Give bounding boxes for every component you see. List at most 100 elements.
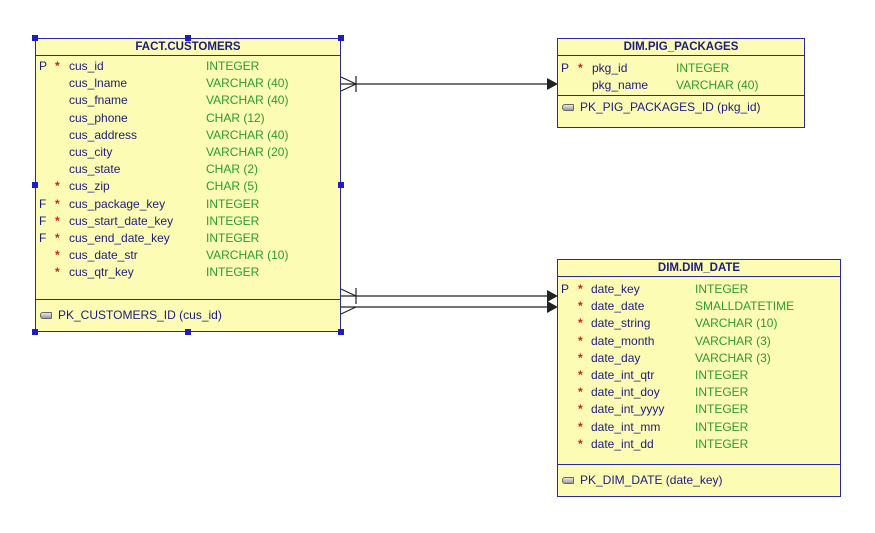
column-row[interactable]: F * cus_package_key INTEGER <box>36 196 340 213</box>
column-flag: F <box>39 196 47 211</box>
column-type: INTEGER <box>676 61 730 75</box>
required-marker: * <box>578 350 583 365</box>
column-type: INTEGER <box>695 367 749 382</box>
column-name: pkg_name <box>592 78 649 93</box>
required-marker: * <box>578 282 583 296</box>
required-marker: * <box>55 196 60 211</box>
column-type: INTEGER <box>206 213 260 228</box>
column-name: cus_lname <box>69 76 128 91</box>
column-name: date_month <box>591 333 655 348</box>
required-marker: * <box>55 248 60 263</box>
selection-handle[interactable] <box>32 182 38 188</box>
selection-handle[interactable] <box>338 182 344 188</box>
entity-title: DIM.DIM_DATE <box>558 260 840 277</box>
column-name: date_key <box>591 282 640 296</box>
column-row[interactable]: * date_int_yyyy INTEGER <box>558 401 840 418</box>
required-marker: * <box>578 367 583 382</box>
column-row[interactable]: P * date_key INTEGER <box>558 281 840 298</box>
column-name: date_int_dd <box>591 436 654 451</box>
selection-handle[interactable] <box>32 329 38 335</box>
primary-key-row[interactable]: PK_DIM_DATE (date_key) <box>558 465 840 497</box>
column-flag: P <box>561 282 570 296</box>
column-type: INTEGER <box>695 282 749 296</box>
relationship-customers-packages[interactable] <box>340 76 558 92</box>
required-marker: * <box>55 59 60 73</box>
column-type: VARCHAR (10) <box>695 316 778 331</box>
required-marker: * <box>55 213 60 228</box>
column-name: date_int_mm <box>591 419 661 434</box>
entity-title: DIM.PIG_PACKAGES <box>558 39 804 56</box>
selection-handle[interactable] <box>32 35 38 41</box>
selection-handle[interactable] <box>338 35 344 41</box>
column-name: cus_start_date_key <box>69 213 174 228</box>
column-name: cus_id <box>69 59 104 73</box>
column-type: VARCHAR (10) <box>206 248 289 263</box>
column-name: cus_qtr_key <box>69 265 134 280</box>
column-name: cus_package_key <box>69 196 166 211</box>
column-name: date_day <box>591 350 641 365</box>
column-name: cus_fname <box>69 93 128 108</box>
column-type: INTEGER <box>206 196 260 211</box>
column-row[interactable]: cus_state CHAR (2) <box>36 161 340 178</box>
primary-key-row[interactable]: PK_PIG_PACKAGES_ID (pkg_id) <box>558 96 804 128</box>
column-name: date_int_yyyy <box>591 402 665 417</box>
required-marker: * <box>578 402 583 417</box>
column-row[interactable]: F * cus_start_date_key INTEGER <box>36 213 340 230</box>
column-type: SMALLDATETIME <box>695 299 795 314</box>
primary-key-name: PK_CUSTOMERS_ID (cus_id) <box>58 308 222 322</box>
column-flag: P <box>39 59 48 73</box>
relationship-customers-start-date[interactable] <box>340 288 558 304</box>
selection-handle[interactable] <box>185 35 191 41</box>
column-flag: P <box>561 61 570 75</box>
column-type: CHAR (12) <box>206 110 265 125</box>
required-marker: * <box>578 333 583 348</box>
key-icon <box>40 312 52 319</box>
relationship-customers-end-date[interactable] <box>340 301 558 315</box>
column-name: cus_state <box>69 162 121 177</box>
column-row[interactable]: * date_int_qtr INTEGER <box>558 367 840 384</box>
column-name: date_int_qtr <box>591 367 655 382</box>
primary-key-row[interactable]: PK_CUSTOMERS_ID (cus_id) <box>36 300 340 332</box>
selection-handle[interactable] <box>185 329 191 335</box>
column-name: date_int_doy <box>591 385 660 400</box>
column-type: INTEGER <box>695 419 749 434</box>
column-type: CHAR (2) <box>206 162 259 177</box>
column-name: cus_end_date_key <box>69 230 170 245</box>
column-flag: F <box>39 213 47 228</box>
column-type: VARCHAR (40) <box>676 78 759 93</box>
entity-title: FACT.CUSTOMERS <box>36 39 340 56</box>
required-marker: * <box>55 179 60 194</box>
column-type: INTEGER <box>695 402 749 417</box>
column-type: VARCHAR (40) <box>206 93 289 108</box>
column-row[interactable]: pkg_name VARCHAR (40) <box>558 77 804 94</box>
column-row[interactable]: cus_fname VARCHAR (40) <box>36 92 340 109</box>
required-marker: * <box>578 436 583 451</box>
column-name: cus_zip <box>69 179 110 194</box>
selection-handle[interactable] <box>338 329 344 335</box>
column-type: INTEGER <box>206 265 260 280</box>
